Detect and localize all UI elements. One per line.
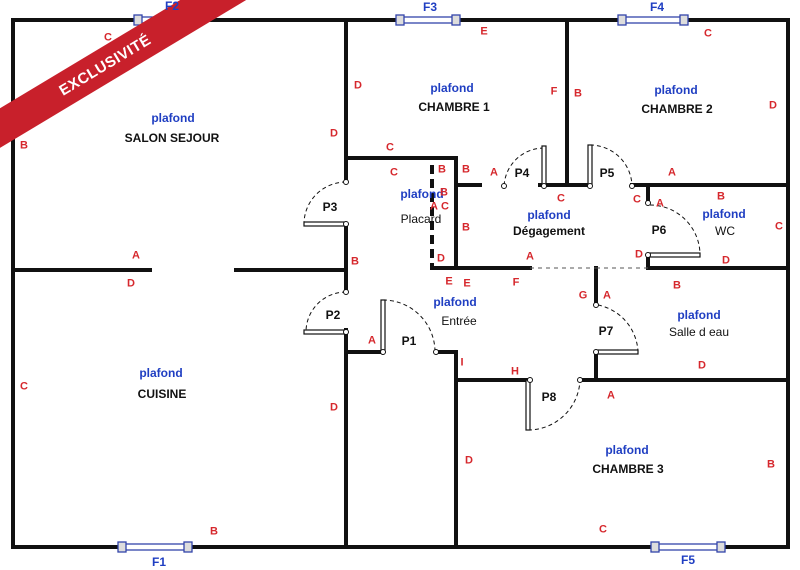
wall-letter-44: C [599, 523, 607, 536]
wall-letter-38: I [460, 356, 464, 369]
wall-letter-14: C [386, 141, 394, 154]
wall-letter-6: C [20, 380, 28, 393]
ceiling-label-cuisine: plafond [139, 366, 183, 380]
wall-letter-21: C [441, 200, 449, 213]
wall-letter-7: D [354, 79, 362, 92]
wall-letter-2: D [330, 127, 338, 140]
wall-letter-34: G [578, 289, 588, 302]
wall-letter-45: C [775, 220, 783, 233]
wall-letter-29: D [635, 248, 643, 261]
wall-letter-46: B [20, 139, 28, 152]
wall-letter-36: B [673, 279, 681, 292]
room-salon-sejour: SALON SEJOUR [124, 131, 220, 145]
wall-letter-9: F [550, 85, 558, 98]
window-f4 [617, 14, 689, 26]
room-chambre-2: CHAMBRE 2 [641, 102, 713, 116]
ceiling-label-wc: plafond [702, 207, 746, 221]
window-label-f3: F3 [422, 0, 438, 14]
wall-letter-37: A [668, 166, 676, 179]
door-label-p2: P2 [325, 308, 341, 322]
door-label-p7: P7 [598, 324, 614, 338]
wall-letter-4: D [127, 277, 135, 290]
wall-letter-18: B [462, 163, 470, 176]
wall-letter-30: B [717, 190, 725, 203]
window-f3 [395, 14, 461, 26]
wall-letter-35: A [603, 289, 611, 302]
room-placard: Placard [400, 212, 442, 226]
wall-letter-26: D [437, 252, 445, 265]
wall-letter-19: C [390, 166, 398, 179]
wall-letter-8: E [480, 25, 488, 38]
room-chambre-1: CHAMBRE 1 [418, 100, 490, 114]
wall-letter-47: C [633, 193, 641, 206]
room-salle-eau: Salle d eau [668, 325, 730, 339]
door-label-p8: P8 [541, 390, 557, 404]
wall-letter-41: A [607, 389, 615, 402]
room-degagement: Dégagement [512, 224, 586, 238]
wall-letter-17: B [438, 163, 446, 176]
wall-letter-42: D [465, 454, 473, 467]
ceiling-label-placard: plafond [400, 187, 444, 201]
room-entree: Entrée [441, 314, 477, 328]
wall-letter-11: B [574, 87, 582, 100]
wall-letter-10: D [330, 401, 338, 414]
wall-letter-1: C [104, 31, 112, 44]
wall-letter-16: A [368, 334, 376, 347]
ceiling-label-chambre3: plafond [605, 443, 649, 457]
room-wc: WC [715, 224, 735, 238]
wall-letter-25: C [557, 192, 565, 205]
door-swings [303, 144, 701, 431]
wall-letter-22: B [440, 186, 448, 199]
wall-letter-24: A [490, 166, 498, 179]
door-label-p5: P5 [599, 166, 615, 180]
wall-letter-33: A [526, 250, 534, 263]
wall-letter-31: D [722, 254, 730, 267]
wall-letter-39: D [698, 359, 706, 372]
wall-letter-32: E [463, 277, 471, 290]
wall-letter-20: A [430, 200, 438, 213]
door-label-p1: P1 [401, 334, 417, 348]
door-label-p3: P3 [322, 200, 338, 214]
room-cuisine: CUISINE [137, 387, 187, 401]
ceiling-label-degagement: plafond [527, 208, 571, 222]
window-label-f1: F1 [151, 555, 167, 569]
wall-letter-15: B [351, 255, 359, 268]
door-label-p6: P6 [651, 223, 667, 237]
wall-letter-40: H [511, 365, 519, 378]
window-f5 [650, 541, 726, 553]
wall-letter-27: E [445, 275, 453, 288]
ceiling-label-salle-eau: plafond [677, 308, 721, 322]
ceiling-label-salon: plafond [151, 111, 195, 125]
ceiling-label-chambre1: plafond [430, 81, 474, 95]
wall-letter-43: B [767, 458, 775, 471]
wall-letter-3: A [132, 249, 140, 262]
window-f1 [117, 541, 193, 553]
window-label-f5: F5 [680, 553, 696, 567]
hinge-dots [343, 179, 651, 383]
room-chambre-3: CHAMBRE 3 [592, 462, 664, 476]
door-label-p4: P4 [514, 166, 530, 180]
window-label-f2: F2 [164, 0, 180, 13]
wall-letter-5: B [210, 525, 218, 538]
wall-letter-48: A [656, 197, 664, 210]
ceiling-label-entree: plafond [433, 295, 477, 309]
wall-letter-23: B [462, 221, 470, 234]
wall-letter-28: F [512, 276, 520, 289]
wall-letter-12: C [704, 27, 712, 40]
ceiling-label-chambre2: plafond [654, 83, 698, 97]
wall-letter-13: D [769, 99, 777, 112]
window-label-f4: F4 [649, 0, 665, 14]
